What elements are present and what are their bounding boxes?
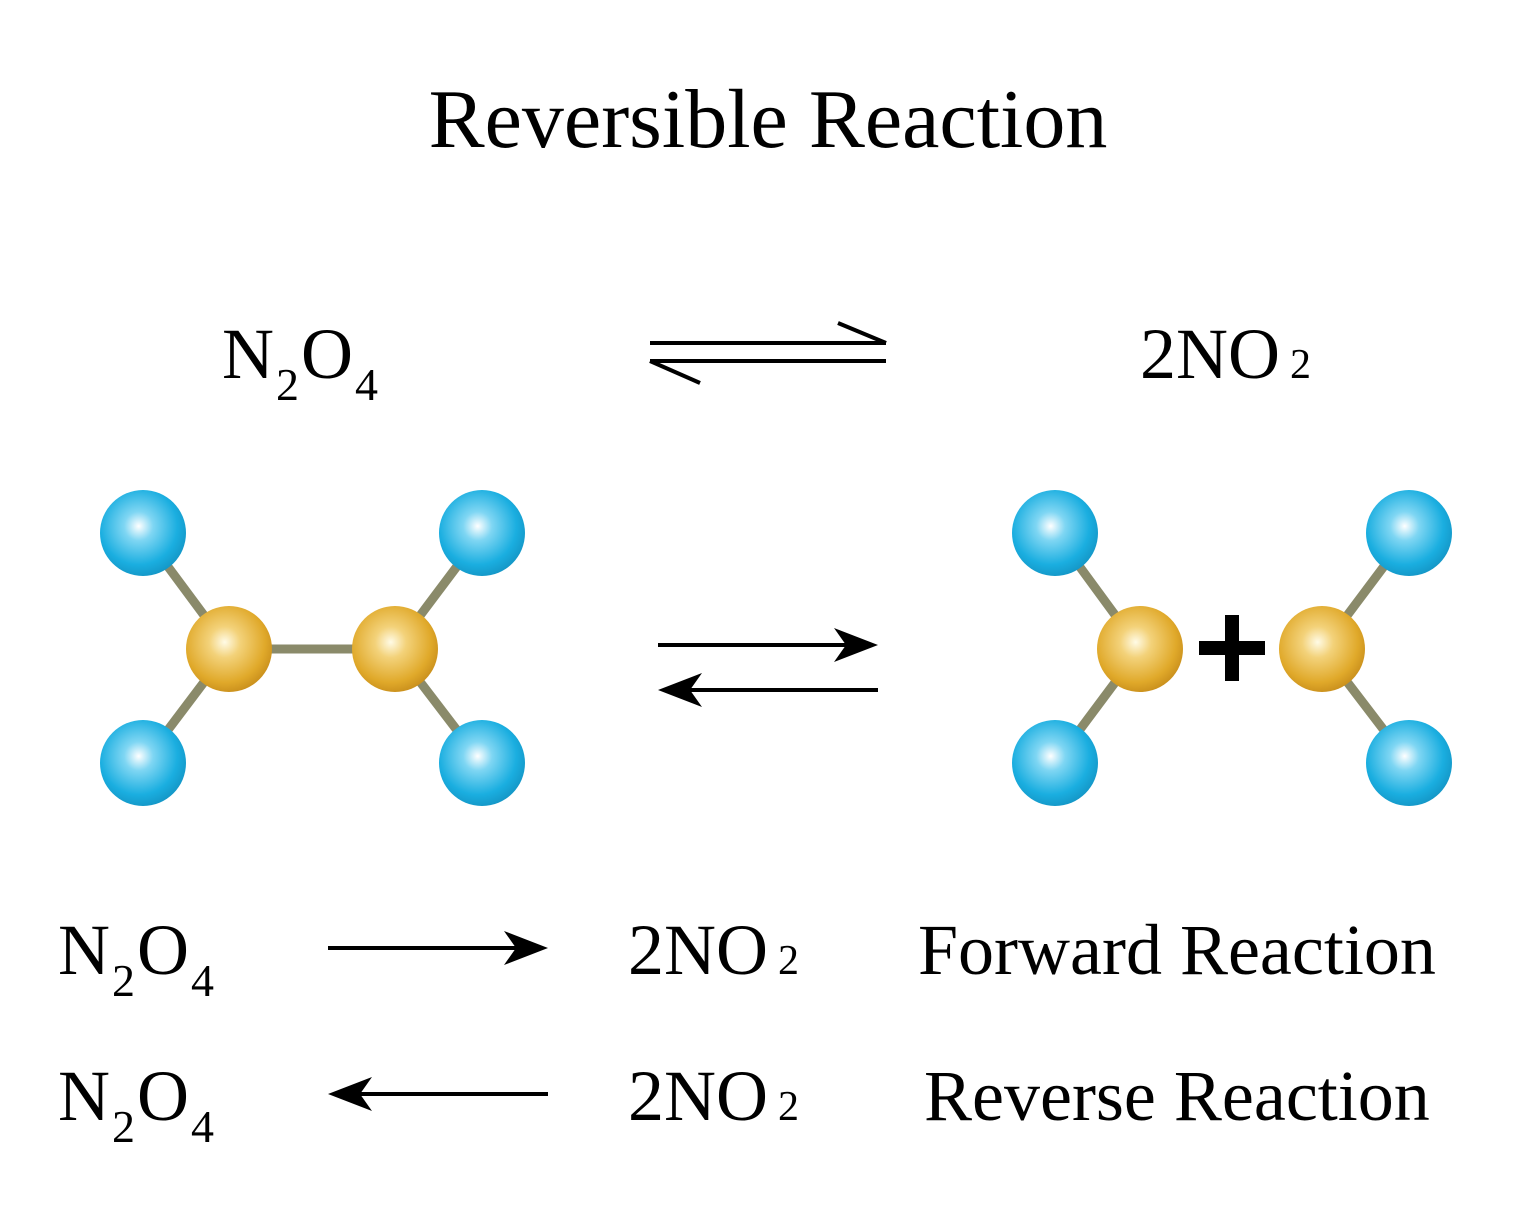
nitrogen-atom <box>352 606 438 692</box>
reverse-reactant-formula: N2O4 <box>58 1056 214 1152</box>
n2o4-molecule <box>100 490 525 806</box>
oxygen-atom <box>100 720 186 806</box>
top-reactant-formula: N2O4 <box>222 314 378 410</box>
reverse-arrow-icon <box>328 1077 548 1111</box>
plus-icon <box>1199 615 1265 681</box>
reverse-reaction-label: Reverse Reaction <box>924 1056 1430 1136</box>
nitrogen-atom <box>1097 606 1183 692</box>
nitrogen-atom <box>186 606 272 692</box>
nitrogen-atom <box>1279 606 1365 692</box>
oxygen-atom <box>1012 490 1098 576</box>
forward-arrow-icon <box>328 931 548 965</box>
equilibrium-harpoon-icon <box>649 321 887 385</box>
oxygen-atom <box>1366 720 1452 806</box>
oxygen-atom <box>1012 720 1098 806</box>
forward-reaction-label: Forward Reaction <box>918 910 1436 990</box>
diagram-title: Reversible Reaction <box>428 73 1108 166</box>
equilibrium-arrows-icon <box>658 628 878 707</box>
oxygen-atom <box>100 490 186 576</box>
no2-molecule-left <box>1012 490 1183 806</box>
oxygen-atom <box>439 720 525 806</box>
forward-reactant-formula: N2O4 <box>58 910 214 1006</box>
oxygen-atom <box>439 490 525 576</box>
oxygen-atom <box>1366 490 1452 576</box>
no2-molecule-right <box>1279 490 1452 806</box>
